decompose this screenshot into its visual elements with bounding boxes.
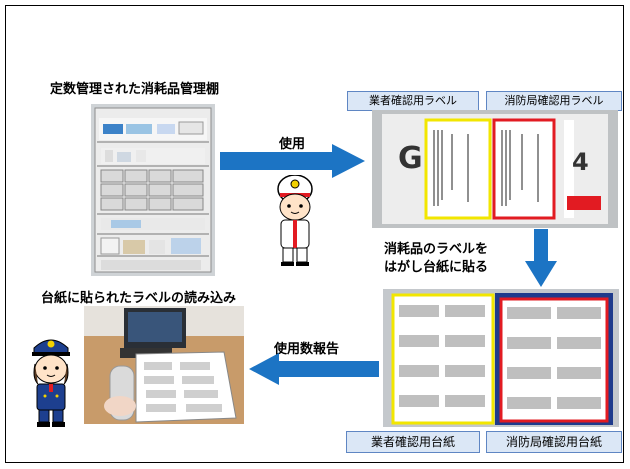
diagram-frame [5, 5, 624, 463]
scanning-photo [84, 306, 244, 424]
fire-officer-character-icon [32, 339, 70, 427]
svg-text:4: 4 [572, 148, 589, 176]
arrow-left-icon [249, 353, 379, 385]
arrow-use-label: 使用 [279, 137, 306, 152]
label-board-photo [383, 289, 619, 427]
paramedic-character-icon [277, 175, 313, 266]
arrow-down-icon [525, 229, 557, 287]
vendor-label-tag: 業者確認用ラベル [347, 91, 479, 111]
board-caption: 台紙に貼られたラベルの読み込み [41, 291, 237, 306]
label-photo: G 4 [372, 110, 618, 228]
arrow-right-icon [220, 144, 365, 178]
step-note-line1: 消耗品のラベルを [384, 242, 489, 257]
fire-sheet-tag: 消防局確認用台紙 [486, 431, 622, 453]
fire-label-tag: 消防局確認用ラベル [486, 91, 622, 111]
supply-shelf-photo [91, 104, 215, 276]
step-note-line2: はがし台紙に貼る [384, 260, 489, 275]
vendor-sheet-tag: 業者確認用台紙 [346, 431, 480, 453]
arrow-report-label: 使用数報告 [274, 342, 340, 357]
shelf-caption: 定数管理された消耗品管理棚 [50, 82, 220, 97]
svg-text:G: G [398, 141, 423, 176]
